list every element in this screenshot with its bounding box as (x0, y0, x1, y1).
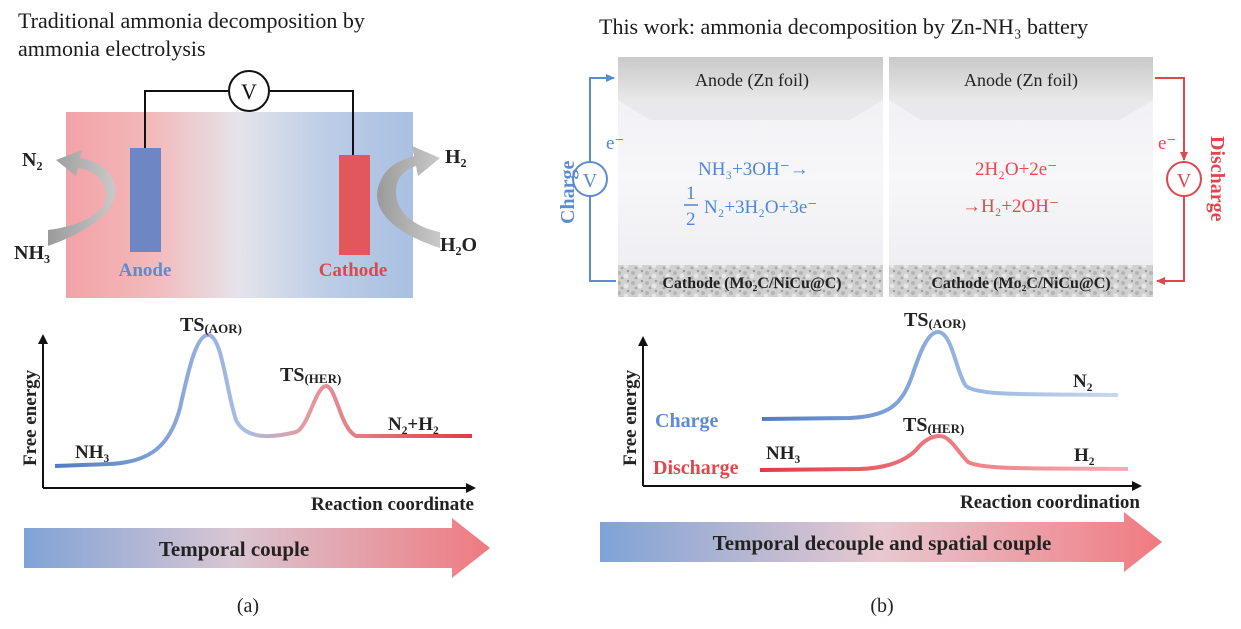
ts-aor-b-label: TS(AOR) (904, 309, 966, 331)
charge-curve-label: Charge (655, 410, 718, 432)
discharge-voltmeter-label: V (1177, 170, 1192, 192)
anode-left-label: Anode (Zn foil) (695, 70, 809, 91)
n2-b-label: N₂ (1073, 371, 1093, 392)
eq-left-line2: N₂+3H₂O+3e⁻ (704, 197, 817, 218)
circuit-wires (144, 90, 354, 155)
anode-right-label: Anode (Zn foil) (964, 70, 1078, 91)
nh3-label: NH₃ (14, 242, 50, 264)
anode-shadow-right (889, 100, 1153, 120)
x-axis-label: Reaction coordinate (311, 494, 474, 515)
anode-foil-left (618, 57, 883, 100)
eq-left-line1: NH₃+3OH⁻→ (698, 159, 809, 180)
charge-curve (761, 329, 1119, 421)
electron-right: e⁻ (1158, 133, 1176, 154)
discharge-vertical-label: Discharge (1206, 136, 1228, 222)
cathode-foam-right (889, 265, 1153, 297)
nh3-to-n2-arrow-icon (48, 150, 116, 246)
discharge-wire-upper (1155, 77, 1188, 161)
anode-foil-right (889, 57, 1153, 100)
h2o-label: H₂O (440, 234, 477, 256)
discharge-curve-label: Discharge (653, 457, 739, 479)
x-axis-label-b: Reaction coordination (960, 492, 1140, 513)
ts-her-b-label: TS(HER) (903, 414, 964, 436)
panel-a-title-line2: ammonia electrolysis (18, 36, 206, 61)
cathode-rod (339, 155, 370, 255)
nh3-b-label: NH₃ (766, 443, 801, 464)
temporal-couple-arrow (24, 518, 490, 578)
caption-b: (b) (870, 595, 893, 617)
temporal-couple-text: Temporal couple (159, 537, 309, 561)
cathode-label: Cathode (319, 260, 388, 281)
charge-voltmeter-icon (572, 161, 608, 197)
charge-voltmeter-label: V (583, 170, 598, 192)
anode-rod (130, 148, 161, 252)
panel-b: This work: ammonia decomposition by Zn-N… (557, 14, 1228, 617)
discharge-wire-lower (1156, 196, 1185, 285)
curve-start-label: NH₃ (75, 442, 110, 463)
anode-label: Anode (119, 260, 172, 281)
n2-label: N₂ (22, 149, 42, 171)
ts-aor-label: TS(AOR) (180, 314, 242, 336)
voltmeter-label: V (241, 79, 257, 104)
eq-right-line1: 2H₂O+2e⁻ (975, 159, 1057, 180)
y-axis-label: Free energy (20, 369, 41, 466)
eq-left-frac-num: 1 (686, 183, 696, 204)
temporal-decouple-arrow (600, 512, 1162, 572)
panel-b-title: This work: ammonia decomposition by Zn-N… (599, 14, 1088, 39)
voltmeter-icon (228, 70, 270, 112)
h2o-to-h2-arrow-icon (377, 146, 440, 248)
cathode-right-label: Cathode (Mo₂C/NiCu@C) (931, 275, 1110, 292)
h2-b-label: H₂ (1074, 445, 1095, 466)
panel-a-title-line1: Traditional ammonia decomposition by (18, 8, 365, 33)
eq-right-line2: →H₂+2OH⁻ (962, 196, 1059, 217)
charge-wire-upper (589, 74, 615, 162)
charge-wire-lower (589, 196, 616, 282)
panel-a: Traditional ammonia decomposition by amm… (14, 8, 490, 617)
temporal-decouple-text: Temporal decouple and spatial couple (713, 531, 1052, 555)
discharge-voltmeter-icon (1166, 161, 1202, 197)
ts-her-label: TS(HER) (280, 364, 341, 386)
eq-left-frac-den: 2 (686, 209, 696, 230)
caption-a: (a) (237, 595, 259, 617)
charge-vertical-label: Charge (557, 161, 579, 224)
cathode-left-label: Cathode (Mo₂C/NiCu@C) (662, 275, 841, 292)
h2-label: H₂ (445, 146, 467, 168)
discharge-curve (759, 433, 1129, 472)
electron-left: e⁻ (606, 133, 624, 154)
anode-shadow-left (618, 100, 883, 120)
curve-end-label: N₂+H₂ (388, 414, 439, 435)
cathode-foam-left (618, 265, 883, 297)
energy-profile-curve (54, 332, 472, 468)
y-axis-label-b: Free energy (620, 369, 641, 466)
